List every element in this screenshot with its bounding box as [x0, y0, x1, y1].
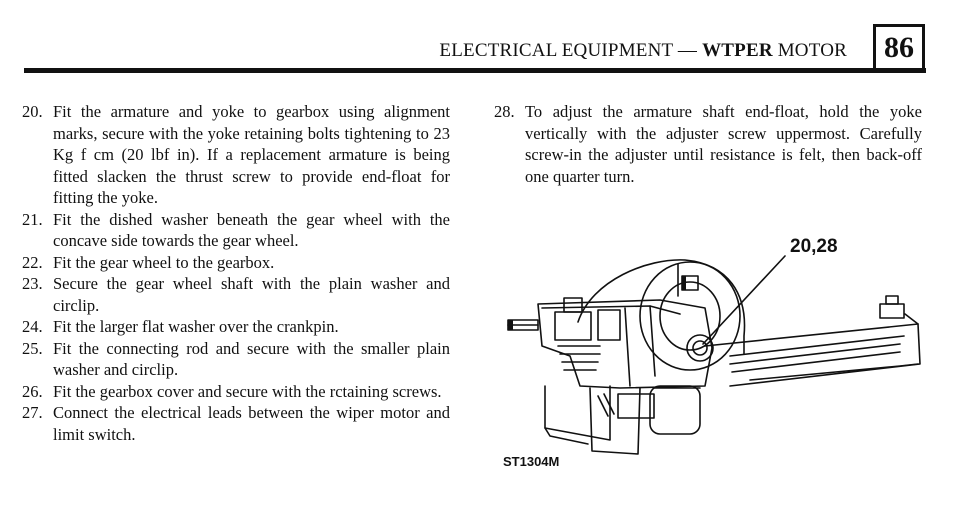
step-text: Fit the larger flat washer over the cran… — [53, 317, 339, 336]
right-column: 28. To adjust the armature shaft end-floa… — [494, 101, 922, 187]
step-item: 25. Fit the connecting rod and secure wit… — [22, 338, 450, 381]
step-item: 22. Fit the gear wheel to the gearbox. — [22, 252, 450, 274]
step-number: 22. — [22, 252, 43, 272]
step-text: Fit the armature and yoke to gearbox usi… — [53, 102, 450, 207]
step-number: 24. — [22, 317, 43, 336]
step-item: 24. Fit the larger flat washer over the c… — [22, 316, 450, 338]
step-item: 26. Fit the gearbox cover and secure with… — [22, 381, 450, 403]
step-number: 21. — [22, 209, 43, 229]
step-text: Fit the dished washer beneath the gear w… — [53, 209, 450, 251]
step-number: 26. — [22, 381, 43, 401]
step-item: 23. Secure the gear wheel shaft with the … — [22, 273, 450, 316]
step-number: 20. — [22, 102, 43, 121]
page-header-title: ELECTRICAL EQUIPMENT — WTPER MOTOR — [439, 40, 847, 62]
header-rule — [24, 68, 926, 73]
step-number: 27. — [22, 403, 43, 422]
step-text: Fit the gearbox cover and secure with th… — [53, 381, 442, 401]
step-item: 27. Connect the electrical leads between … — [22, 402, 450, 445]
step-item: 28. To adjust the armature shaft end-floa… — [494, 101, 922, 187]
header-title-suffix: MOTOR — [772, 40, 847, 61]
step-number: 28. — [494, 102, 515, 121]
step-text: Connect the electrical leads between the… — [53, 403, 450, 444]
step-text: To adjust the armature shaft end-float, … — [525, 102, 922, 186]
figure-reference: ST1304M — [503, 454, 560, 469]
wiper-motor-drawing — [507, 255, 921, 455]
step-number: 23. — [22, 274, 43, 293]
page-number-box: 86 — [873, 24, 925, 72]
header-title-prefix: ELECTRICAL EQUIPMENT — — [439, 40, 703, 61]
left-column: 20. Fit the armature and yoke to gearbox … — [22, 101, 450, 445]
step-item: 20. Fit the armature and yoke to gearbox … — [22, 101, 450, 209]
step-text: Fit the gear wheel to the gearbox. — [53, 252, 275, 272]
step-text: Secure the gear wheel shaft with the pla… — [53, 274, 450, 315]
page-number: 86 — [884, 31, 914, 64]
step-text: Fit the connecting rod and secure with t… — [53, 338, 450, 380]
header-title-bold: WTPER — [702, 40, 773, 61]
wiper-motor-illustration: 20,28 ST1304M — [500, 236, 930, 476]
figure-callout-label: 20,28 — [790, 236, 838, 257]
step-item: 21. Fit the dished washer beneath the gea… — [22, 209, 450, 252]
step-number: 25. — [22, 338, 43, 358]
